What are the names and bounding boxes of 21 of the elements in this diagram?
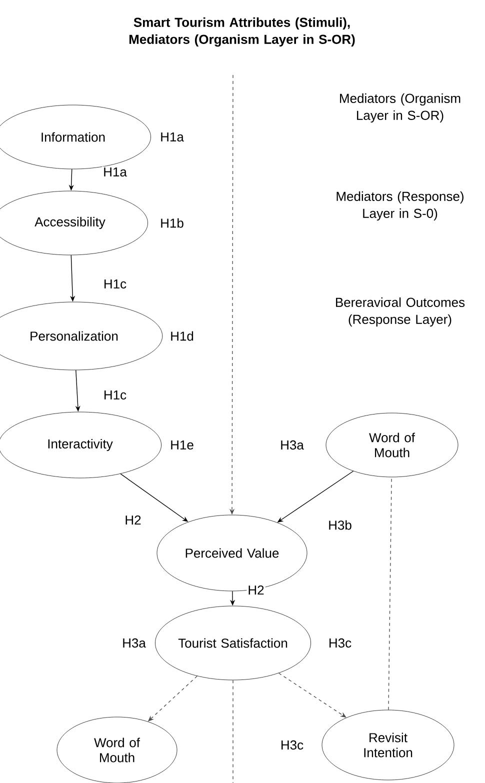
layer-heading: Bereraviσal Outcomes (Response Layer) bbox=[336, 297, 465, 327]
ellipse-node: Tourist Satisfaction bbox=[155, 606, 311, 680]
ellipse-node: Word of Mouth bbox=[326, 412, 458, 478]
hypothesis-label: H3a bbox=[123, 638, 146, 648]
hypothesis-label: H3c bbox=[282, 740, 304, 750]
edge-label: H1c bbox=[102, 389, 128, 401]
edge-label: H1c bbox=[102, 278, 128, 290]
hypothesis-label: H1d bbox=[171, 331, 194, 341]
layer-heading: Mediators (Response) Layer in S-0) bbox=[336, 191, 464, 221]
hypothesis-label: H1e bbox=[171, 440, 194, 450]
ellipse-node: Revisit Intention bbox=[322, 710, 454, 780]
edge-label: H3b bbox=[327, 519, 353, 531]
title: Smart Tourism Attributes (Stimuli), Mediators (Organism Layer in S-OR) bbox=[129, 17, 355, 47]
hypothesis-label: H3a bbox=[281, 440, 304, 450]
edge-label: H2 bbox=[124, 514, 142, 526]
hypothesis-label: H3c bbox=[330, 638, 352, 648]
edge-label: H2 bbox=[246, 584, 266, 596]
layer-heading: Mediators (Organism Layer in S-OR) bbox=[340, 93, 460, 123]
hypothesis-label: H1a bbox=[161, 132, 184, 142]
hypothesis-label: H1b bbox=[161, 218, 184, 228]
edge-label: H1a bbox=[102, 166, 128, 178]
